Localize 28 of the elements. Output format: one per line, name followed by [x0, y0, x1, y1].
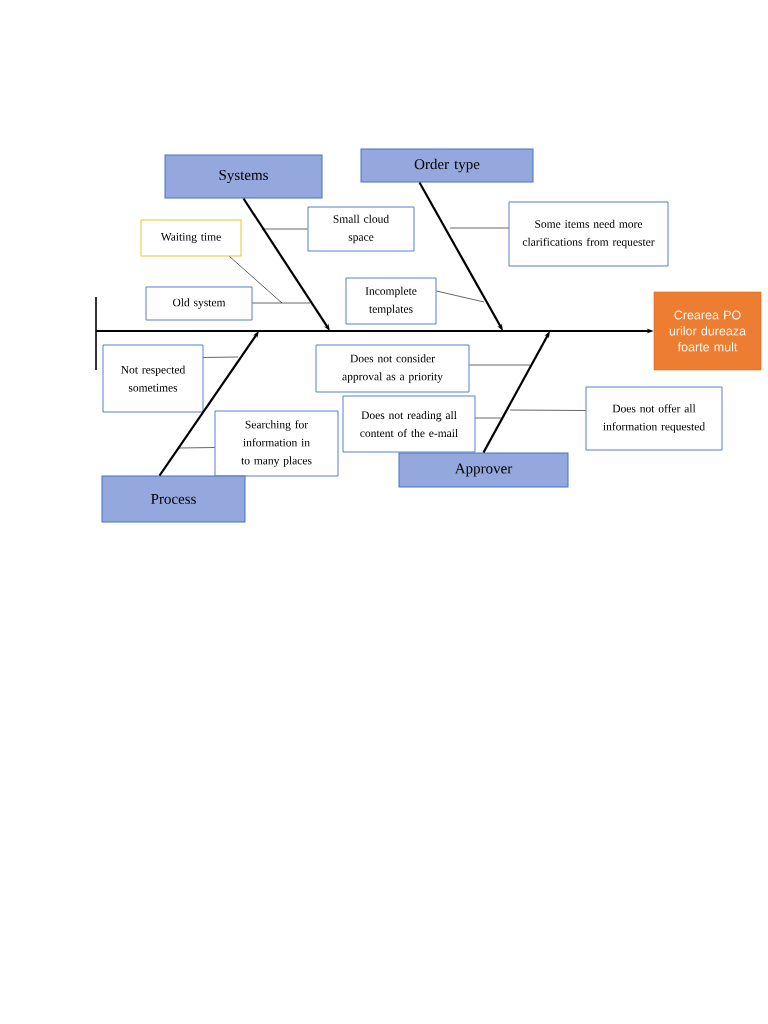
- bone-arrow: [158, 331, 259, 477]
- leader-line: [261, 228, 308, 230]
- cause-box: Waiting time: [140, 219, 242, 257]
- cause-box: Does not offer all information requested: [585, 386, 723, 451]
- bone-arrow: [242, 197, 330, 331]
- cause-box: Old system: [145, 286, 253, 321]
- leader-line: [252, 302, 311, 304]
- category-box: Process: [101, 475, 246, 523]
- category-box: Systems: [164, 154, 323, 199]
- leader-line: [475, 417, 504, 419]
- cause-box: Searching for information in to many places: [214, 410, 339, 477]
- effect-box: Crearea PO urilor dureaza foarte mult: [653, 291, 762, 371]
- cause-box: Incomplete templates: [345, 277, 437, 325]
- category-box: Order type: [360, 148, 534, 183]
- cause-box: Small cloud space: [307, 206, 415, 252]
- cause-box: Does not reading all content of the e-mail: [342, 395, 476, 453]
- cause-box: Does not consider approval as a priority: [315, 344, 470, 393]
- leader-line: [203, 356, 239, 358]
- leader-line: [177, 447, 215, 449]
- category-box: Approver: [398, 452, 569, 488]
- leader-line: [509, 409, 586, 411]
- cause-box: Not respected sometimes: [102, 344, 204, 413]
- bone-arrow: [418, 181, 503, 331]
- leader-line: [469, 364, 531, 366]
- leader-line: [449, 227, 509, 229]
- cause-box: Some items need more clarifications from requester: [508, 201, 669, 267]
- leader-line: [436, 290, 485, 303]
- leader-line: [229, 256, 283, 304]
